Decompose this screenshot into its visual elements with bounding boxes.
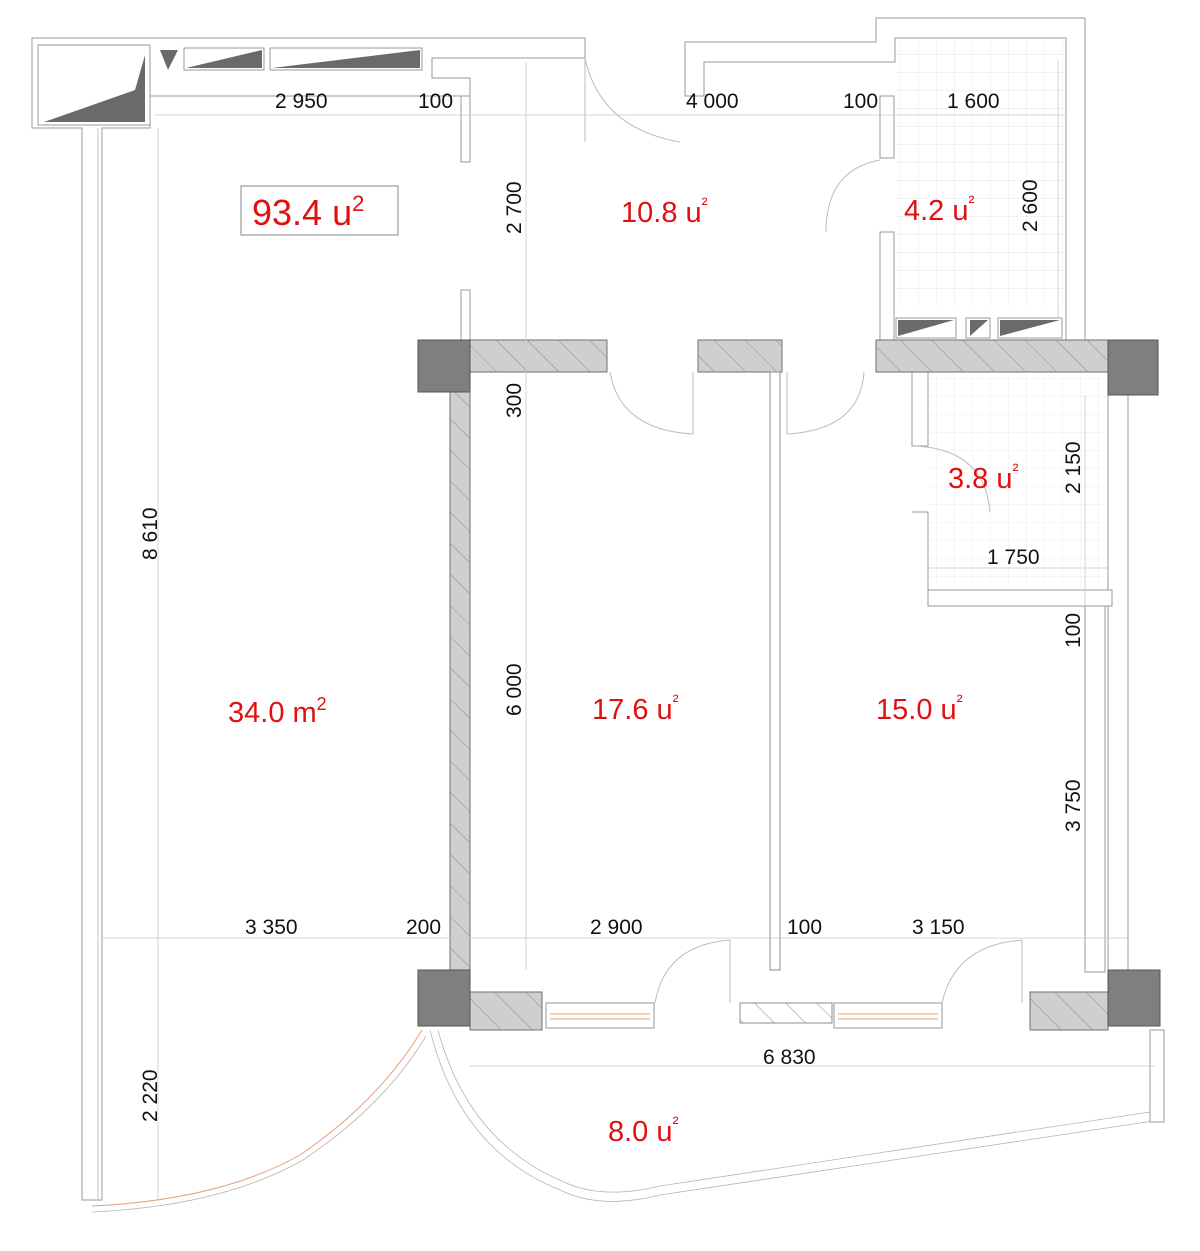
room-bedroom-right-area: 15.0 u²: [876, 691, 963, 726]
dim-top-2950: 2 950: [275, 90, 328, 113]
dimension-labels: 2 950 100 4 000 100 1 600 2 700 2 600 30…: [139, 90, 1085, 1122]
bathroom-top-tiles: [896, 40, 1064, 306]
dim-v-300: 300: [503, 383, 526, 418]
dim-v-2220: 2 220: [139, 1069, 162, 1122]
dim-bot-3150: 3 150: [912, 916, 965, 939]
dim-v-6000: 6 000: [503, 663, 526, 716]
doors: [584, 57, 1023, 1004]
bathroom-top-fixtures: [895, 317, 1063, 339]
room-living-area: 34.0 m2: [228, 694, 327, 729]
dim-top-100-b: 100: [843, 90, 878, 113]
dim-v-100: 100: [1062, 613, 1085, 648]
balcony-outline: [91, 1029, 1165, 1213]
dim-v-8610: 8 610: [139, 507, 162, 560]
dim-v-2150: 2 150: [1062, 441, 1085, 494]
outer-walls: [31, 17, 1129, 1201]
dim-bot-200: 200: [406, 916, 441, 939]
dim-h-1750: 1 750: [987, 546, 1040, 569]
room-balcony-area: 8.0 u²: [608, 1113, 679, 1148]
room-bathroom-right-area: 3.8 u²: [948, 460, 1019, 495]
dim-bot-100: 100: [787, 916, 822, 939]
total-area-box: [240, 185, 399, 236]
total-area-label: 93.4 u2: [252, 191, 364, 233]
bathroom-right-tiles: [928, 373, 1106, 588]
columns: [417, 339, 1161, 1027]
dim-top-1600: 1 600: [947, 90, 1000, 113]
dim-bot-3350: 3 350: [245, 916, 298, 939]
dim-top-4000: 4 000: [686, 90, 739, 113]
room-bathroom-top-area: 4.2 u²: [904, 192, 975, 227]
windows: [545, 1002, 943, 1029]
dim-v-2600: 2 600: [1019, 179, 1042, 232]
dim-v-2700: 2 700: [503, 181, 526, 234]
dim-top-100-a: 100: [418, 90, 453, 113]
dim-bot-2900: 2 900: [590, 916, 643, 939]
dim-v-3750: 3 750: [1062, 779, 1085, 832]
dimension-lines: [102, 60, 1155, 1200]
room-hall-area: 10.8 u²: [621, 194, 708, 229]
room-bedroom-middle-area: 17.6 u²: [592, 691, 679, 726]
dim-h-6830: 6 830: [763, 1046, 816, 1069]
